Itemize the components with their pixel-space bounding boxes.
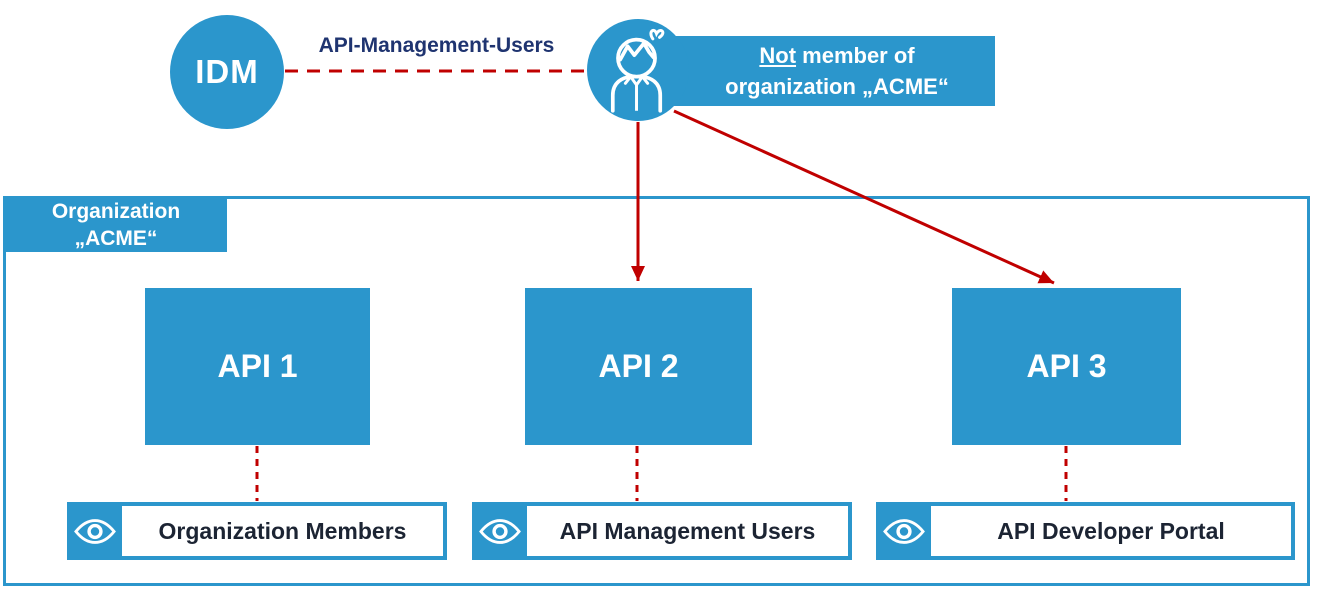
organization-label-line2: „ACME“ [74,226,158,250]
note-line1: Not member of [679,40,995,71]
organization-label-line1: Organization [51,199,181,223]
api-1-node: API 1 [145,288,370,445]
organization-acme-container [3,196,1310,586]
not-member-note: Not member of organization „ACME“ [655,36,995,106]
view-label-text: API Developer Portal [931,506,1291,556]
eye-icon [472,502,527,560]
external-user-node [587,19,689,121]
eye-icon [67,502,122,560]
note-not-word: Not [759,43,797,68]
person-icon [610,28,665,113]
view-organization-members: Organization Members [67,502,447,560]
note-line2: organization „ACME“ [725,74,949,99]
api-3-node: API 3 [952,288,1181,445]
idm-node: IDM [170,15,284,129]
idm-link-label: API-Management-Users [318,34,555,57]
api-3-label: API 3 [1026,348,1107,384]
view-api-management-users: API Management Users [472,502,852,560]
api-2-node: API 2 [525,288,752,445]
view-label-text: Organization Members [122,506,443,556]
view-api-developer-portal: API Developer Portal [876,502,1295,560]
eye-icon [876,502,931,560]
api-2-label: API 2 [598,348,679,384]
organization-acme-label: Organization „ACME“ [5,197,227,252]
view-label-text: API Management Users [527,506,848,556]
idm-label: IDM [195,53,259,90]
api-1-label: API 1 [217,348,298,384]
note-rest: member of [796,43,915,68]
